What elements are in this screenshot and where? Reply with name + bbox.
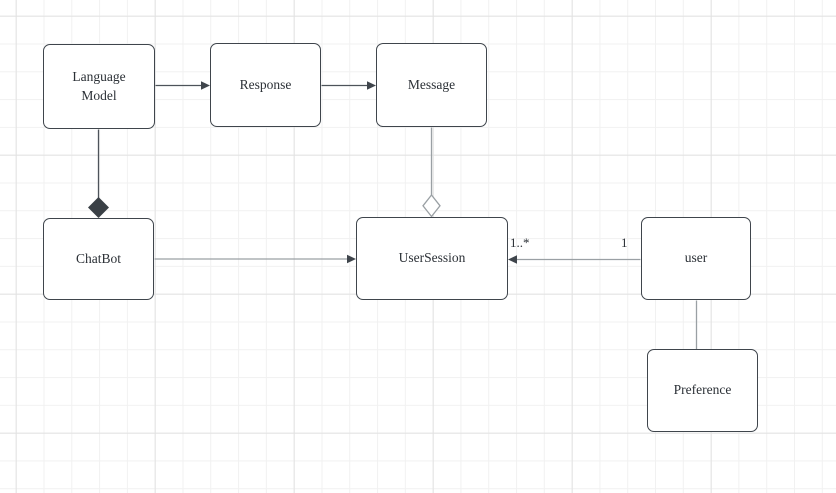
node-preference[interactable]: Preference (647, 349, 758, 432)
multiplicity-label-user-end[interactable]: 1 (621, 235, 628, 250)
node-usersession-label: UserSession (398, 250, 466, 266)
node-response[interactable]: Response (210, 43, 321, 127)
node-language-model[interactable]: Language Model (43, 44, 155, 129)
arrowhead-icon (347, 254, 356, 264)
node-message[interactable]: Message (376, 43, 487, 127)
node-language-model-label: Language Model (72, 69, 126, 103)
multiplicity-label-usersession-end[interactable]: 1..* (510, 235, 530, 250)
composition-diamond-icon (88, 197, 109, 218)
arrowhead-icon (367, 81, 376, 90)
node-chatbot-label: ChatBot (75, 250, 121, 266)
arrowhead-icon (508, 255, 517, 264)
node-user-label: user (684, 250, 708, 266)
node-response-label: Response (239, 76, 292, 92)
node-preference-label: Preference (673, 382, 732, 398)
node-message-label: Message (407, 76, 456, 92)
arrowhead-icon (201, 81, 210, 90)
node-chatbot[interactable]: ChatBot (43, 218, 154, 300)
node-user[interactable]: user (641, 217, 751, 300)
aggregation-diamond-icon (422, 193, 441, 218)
node-usersession[interactable]: UserSession (356, 217, 508, 300)
